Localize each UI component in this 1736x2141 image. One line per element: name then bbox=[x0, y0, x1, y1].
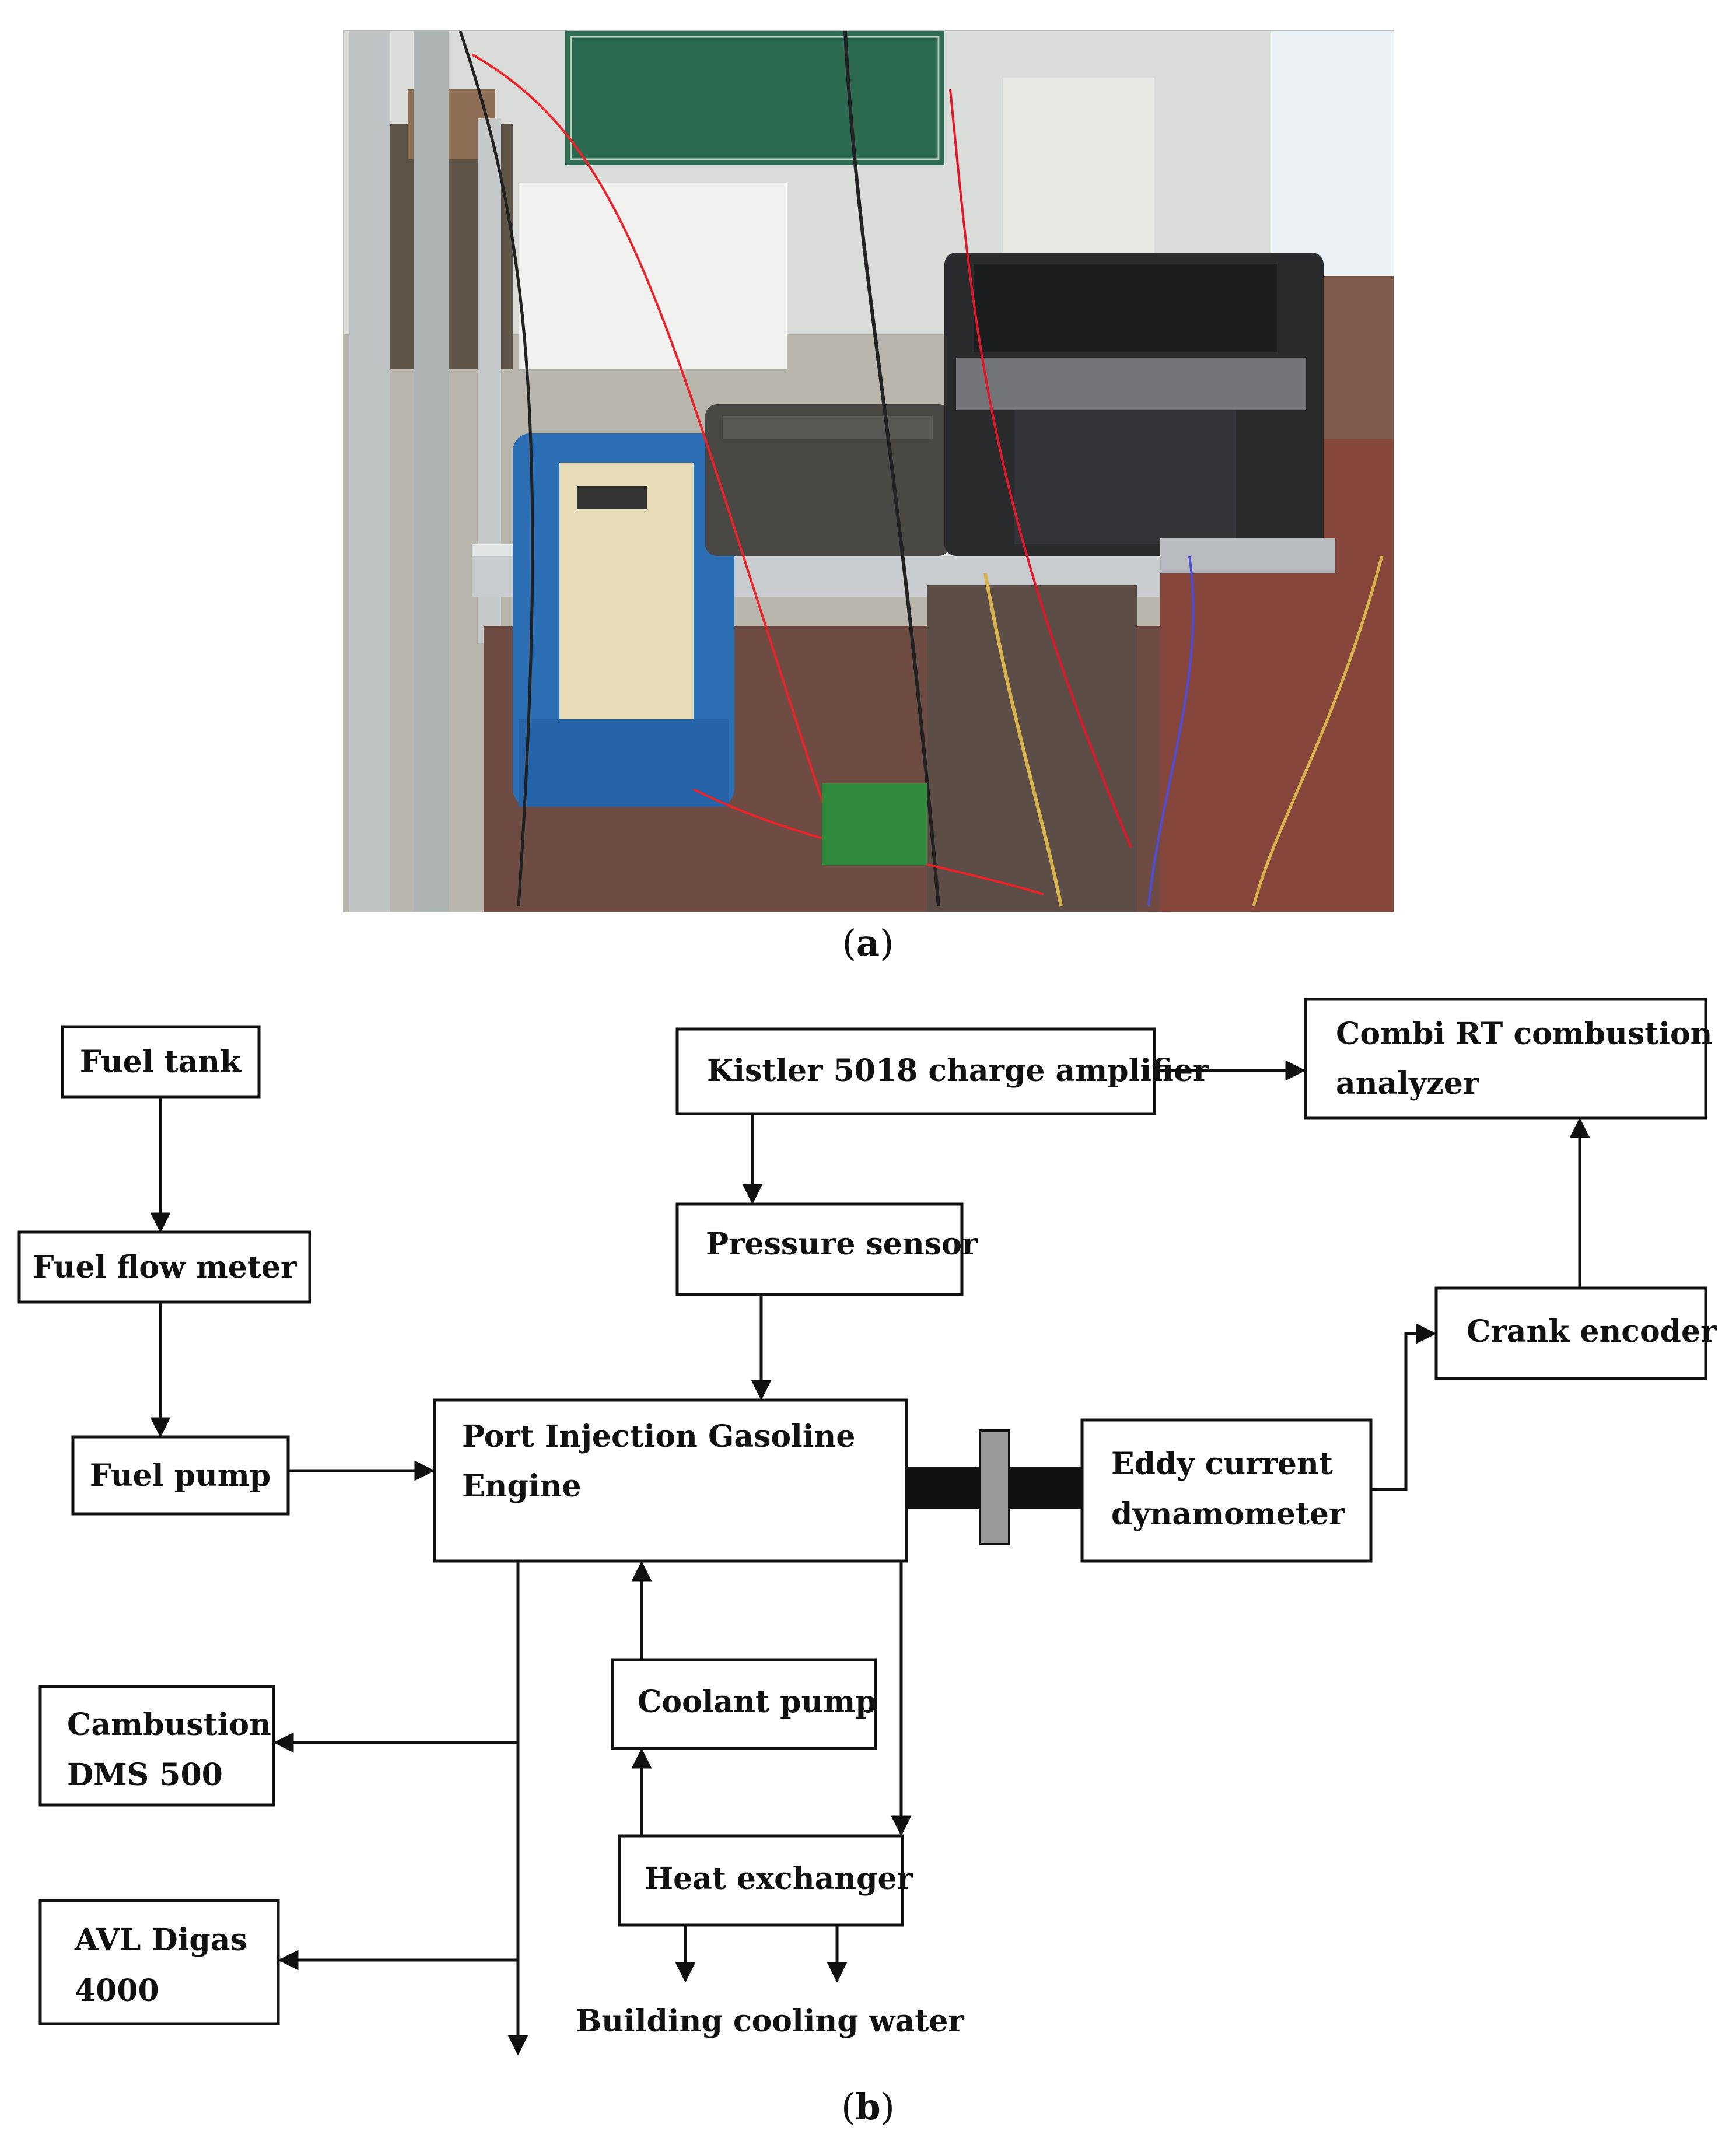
engine-label-line1: Port Injection Gasoline bbox=[462, 1419, 855, 1454]
engine-label-line2: Engine bbox=[462, 1468, 581, 1504]
pressure-sensor-label: Pressure sensor bbox=[706, 1226, 978, 1262]
fuel-pump-box bbox=[71, 1435, 290, 1516]
arrow-eddy-to-crank bbox=[1371, 1323, 1437, 1491]
heat-exchanger-label: Heat exchanger bbox=[645, 1861, 914, 1897]
pressure-sensor-box bbox=[676, 1202, 964, 1296]
avl-digas-label-line1: AVL Digas bbox=[74, 1922, 247, 1958]
avl-digas-label-line2: 4000 bbox=[75, 1973, 159, 2009]
engine-test-bench-photo bbox=[343, 30, 1394, 912]
fuel-pump-label: Fuel pump bbox=[90, 1458, 271, 1493]
combi-rt-label-line2: analyzer bbox=[1336, 1066, 1479, 1101]
kistler-label: Kistler 5018 charge amplifier bbox=[707, 1053, 1209, 1089]
cambustion-label-line2: DMS 500 bbox=[67, 1757, 223, 1793]
eddy-current-label-line2: dynamometer bbox=[1111, 1496, 1345, 1532]
cambustion-label-line1: Cambustion bbox=[67, 1707, 271, 1743]
combi-rt-label-line1: Combi RT combustion bbox=[1336, 1016, 1712, 1052]
eddy-current-box bbox=[1080, 1418, 1373, 1563]
crank-encoder-label: Crank encoder bbox=[1466, 1314, 1717, 1349]
photo-illustration bbox=[344, 31, 1394, 912]
coolant-pump-label: Coolant pump bbox=[638, 1684, 877, 1720]
experimental-setup-diagram: Fuel tank Fuel flow meter Fuel pump Kist… bbox=[18, 998, 1717, 2056]
eddy-current-label-line1: Eddy current bbox=[1111, 1446, 1333, 1482]
fuel-tank-label: Fuel tank bbox=[80, 1044, 242, 1080]
fuel-flow-meter-label: Fuel flow meter bbox=[33, 1250, 297, 1285]
heat-exchanger-box bbox=[618, 1834, 904, 1927]
coolant-pump-box bbox=[611, 1658, 877, 1750]
caption-a: (a) bbox=[842, 922, 894, 964]
building-cooling-water-label: Building cooling water bbox=[576, 2003, 964, 2039]
chalkboard bbox=[565, 31, 944, 165]
shaft-coupling bbox=[979, 1429, 1010, 1545]
combi-rt-box bbox=[1304, 998, 1707, 1120]
caption-b: (b) bbox=[841, 2086, 895, 2128]
